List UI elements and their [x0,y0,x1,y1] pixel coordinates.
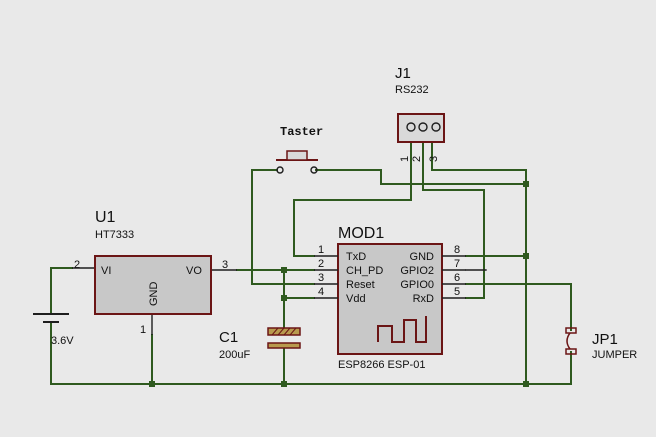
mod1-right-pin-number: 7 [454,258,460,270]
mod1-body [337,243,443,355]
wire-taster-right [315,169,527,185]
c1-plate-hatch [271,327,297,336]
junction-dot [523,181,529,187]
mod1-right-pin-number: 8 [454,244,460,256]
junction-dot [281,267,287,273]
c1-value: 200uF [219,349,250,361]
jp1-jumper[interactable]: JP1 JUMPER [565,327,637,361]
mod1-left-pin-name: CH_PD [346,265,383,277]
mod1-right-pin-number: 5 [454,286,460,298]
mod1-right-pin-name: GPIO2 [400,265,434,277]
jp1-link [566,332,571,350]
jp1-contact-bottom [565,348,577,355]
j1-pin-dot [431,122,441,132]
taster-pushbutton[interactable]: Taster [276,125,323,174]
wires [50,141,572,385]
taster-cap [286,150,308,161]
mod1-ref: MOD1 [338,225,384,242]
junctions [149,181,529,387]
wire-j1-pin2-rxd [422,141,485,299]
mod1-right-pin-name: GPIO0 [400,279,434,291]
u1-pin1-number: 1 [140,324,146,336]
c1-capacitor[interactable]: C1 200uF [219,327,301,361]
battery-value: 3.6V [51,335,74,347]
j1-connector[interactable]: J1 RS232 1 2 3 [395,65,445,162]
mod1-esp8266[interactable]: MOD1 ESP8266 ESP-01 TxD CH_PD Reset Vdd … [314,225,466,371]
u1-pin-vi-label: VI [101,265,111,277]
c1-ref: C1 [219,329,238,346]
jp1-contact-top [565,327,577,334]
u1-pin2-number: 2 [74,259,80,271]
mod1-right-pin-name: RxD [413,293,434,305]
junction-dot [149,381,155,387]
mod1-left-pin-number: 1 [318,244,324,256]
jp1-ref: JP1 [592,331,618,348]
jp1-value: JUMPER [592,349,637,361]
u1-pin-vo-label: VO [186,265,202,277]
wire-j1-pin1-txd [293,141,412,257]
u1-ref: U1 [95,209,116,226]
j1-value: RS232 [395,84,429,96]
j1-ref: J1 [395,65,411,82]
mod1-right-pin-lines [442,255,466,299]
mod1-left-pin-number: 3 [318,272,324,284]
mod1-left-pin-lines [314,255,338,299]
u1-value: HT7333 [95,229,134,241]
taster-contact-left [276,166,284,174]
u1-pin3-number: 3 [222,259,228,271]
junction-dot [523,253,529,259]
taster-contact-right [310,166,318,174]
j1-pin-number: 3 [428,156,440,162]
junction-dot [281,381,287,387]
u1-regulator[interactable]: U1 HT7333 VI VO GND 2 3 1 [72,209,237,336]
taster-label: Taster [280,125,323,139]
j1-pin-number: 2 [411,156,423,162]
j1-pin-dot [418,122,428,132]
mod1-antenna-trace [377,316,427,343]
mod1-left-pin-number: 4 [318,286,324,298]
mod1-right-pin-name: GND [410,251,435,263]
j1-pin-dot [406,122,416,132]
u1-pin-gnd-label: GND [148,282,160,307]
u1-body [94,255,212,315]
junction-dot [281,295,287,301]
wire-j1-pin3 [431,141,527,171]
mod1-left-pin-name: Vdd [346,293,366,305]
mod1-left-pin-name: TxD [346,251,366,263]
wire-gpio0-jumper [465,283,572,331]
mod1-value: ESP8266 ESP-01 [338,359,425,371]
j1-pin-number: 1 [399,156,411,162]
junction-dot [523,381,529,387]
mod1-left-pin-number: 2 [318,258,324,270]
mod1-right-pin-number: 6 [454,272,460,284]
wire-reset-taster [251,169,315,285]
mod1-left-pin-name: Reset [346,279,375,291]
c1-plate-bottom [267,342,301,349]
battery[interactable]: 3.6V [33,313,74,347]
